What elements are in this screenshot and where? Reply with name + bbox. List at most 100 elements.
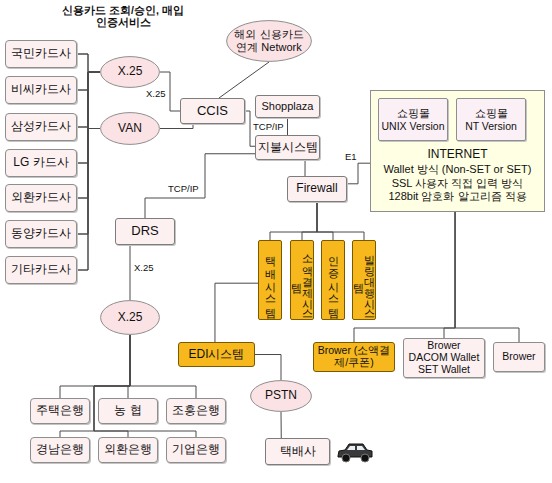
node-text: 경남은행 bbox=[36, 443, 84, 457]
text-stack: 경남은행 bbox=[31, 438, 89, 462]
company-box: 경남은행 bbox=[30, 437, 90, 463]
node-text: SSL 사용자 직접 입력 방식 bbox=[392, 177, 524, 190]
internet-box: INTERNETWallet 방식 (Non-SET or SET)SSL 사용… bbox=[370, 90, 545, 212]
network-ellipse: PSTN bbox=[250, 380, 312, 412]
node-text: 삼성카드사 bbox=[11, 120, 71, 134]
node-text: DACOM Wallet bbox=[409, 352, 480, 364]
connector-line bbox=[130, 245, 131, 300]
subsystem-box: 인증시스템 bbox=[321, 240, 345, 320]
node-text: 기타카드사 bbox=[11, 263, 71, 277]
company-box: 외환은행 bbox=[98, 437, 158, 463]
text-stack: 쇼핑몰UNIX Version bbox=[379, 99, 447, 140]
connector-line bbox=[77, 129, 100, 271]
text-stack: 해외 신용카드 연계 Network bbox=[226, 20, 312, 62]
car-icon bbox=[336, 441, 374, 465]
node-text: CCIS bbox=[197, 104, 228, 119]
network-ellipse: X.25 bbox=[100, 56, 160, 88]
network-ellipse: VAN bbox=[100, 112, 160, 145]
connector-line bbox=[255, 355, 281, 381]
node-text: PSTN bbox=[265, 389, 297, 403]
text-stack: Brower bbox=[494, 343, 544, 371]
text-stack: 주택은행 bbox=[31, 399, 89, 423]
text-stack: 택배사 bbox=[266, 439, 329, 464]
connector-line bbox=[77, 54, 100, 129]
node-text: Brower bbox=[502, 351, 535, 363]
text-stack: 빌링대행시스템 bbox=[353, 241, 375, 319]
node-text: 쇼핑몰 bbox=[475, 107, 508, 119]
node-text: 농 협 bbox=[114, 404, 141, 418]
shopmall-box: 쇼핑몰UNIX Version bbox=[378, 98, 448, 141]
text-stack: DRS bbox=[116, 219, 174, 244]
text-stack: 비씨카드사 bbox=[6, 77, 76, 103]
node-text: 인증시스템 bbox=[328, 248, 339, 313]
shopmall-box: 쇼핑몰NT Version bbox=[456, 98, 526, 141]
company-box: 기타카드사 bbox=[5, 256, 77, 284]
node-text: 택배시스템 bbox=[265, 248, 276, 313]
node-text: 택배사 bbox=[280, 445, 316, 459]
system-box: 택배사 bbox=[265, 438, 330, 465]
network-ellipse: X.25 bbox=[100, 300, 160, 335]
node-text: 빌링대행시스템 bbox=[353, 242, 375, 318]
text-stack: LG 카드사 bbox=[6, 150, 76, 176]
connector-line bbox=[77, 90, 100, 129]
connector-line bbox=[354, 212, 455, 342]
connector-label: X.25 bbox=[146, 89, 166, 100]
text-stack: EDI시스템 bbox=[179, 343, 254, 366]
car-window bbox=[347, 446, 355, 450]
text-stack: 기업은행 bbox=[167, 438, 225, 462]
node-text: VAN bbox=[118, 122, 142, 136]
text-stack: BrowerDACOM WalletSET Wallet bbox=[404, 339, 484, 377]
highlight-box: Brower (소액결제/쿠폰) bbox=[313, 342, 395, 372]
text-stack: 국민카드사 bbox=[6, 41, 76, 67]
node-text: 외환카드사 bbox=[11, 191, 71, 205]
company-box: LG 카드사 bbox=[5, 149, 77, 177]
connector-label: TCP/IP bbox=[253, 122, 284, 133]
text-stack: Shopplaza bbox=[256, 96, 319, 117]
node-text: SET Wallet bbox=[418, 364, 470, 376]
node-text: 해외 신용카드 연계 Network bbox=[231, 28, 307, 53]
connector-line bbox=[270, 202, 317, 240]
connector-line bbox=[145, 154, 255, 218]
text-stack: 농 협 bbox=[99, 399, 157, 423]
ellipse-shape bbox=[101, 113, 160, 145]
text-stack: X.25 bbox=[100, 300, 160, 335]
company-box: 외환카드사 bbox=[5, 184, 77, 212]
company-box: 조흥은행 bbox=[166, 398, 226, 424]
connector-line bbox=[219, 62, 269, 98]
text-stack: 삼성카드사 bbox=[6, 114, 76, 140]
text-stack: X.25 bbox=[100, 56, 160, 88]
text-stack: 동양카드사 bbox=[6, 221, 76, 247]
company-box: 기업은행 bbox=[166, 437, 226, 463]
node-text: Wallet 방식 (Non-SET or SET) bbox=[384, 163, 532, 176]
system-box: Shopplaza bbox=[255, 95, 320, 118]
system-box: Firewall bbox=[287, 176, 347, 202]
node-text: 주택은행 bbox=[36, 404, 84, 418]
node-text: EDI시스템 bbox=[188, 348, 244, 361]
connector-label: TCP/IP bbox=[168, 184, 199, 195]
connector-line bbox=[287, 118, 288, 135]
node-text: LG 카드사 bbox=[13, 156, 68, 170]
company-box: 비씨카드사 bbox=[5, 76, 77, 104]
connector-line bbox=[215, 283, 258, 342]
connector-line bbox=[160, 124, 193, 129]
company-box: 동양카드사 bbox=[5, 220, 77, 248]
text-stack: 조흥은행 bbox=[167, 399, 225, 423]
connector-line bbox=[317, 202, 333, 240]
ellipse-shape bbox=[251, 381, 312, 412]
car-wheel bbox=[361, 454, 369, 462]
text-stack: 인증시스템 bbox=[322, 241, 344, 319]
connector-line bbox=[77, 72, 100, 270]
text-stack: 외환은행 bbox=[99, 438, 157, 462]
text-stack: 쇼핑몰NT Version bbox=[457, 99, 525, 140]
system-box: DRS bbox=[115, 218, 175, 245]
node-text: 외환은행 bbox=[104, 443, 152, 457]
node-text: 쇼핑몰 bbox=[397, 107, 430, 119]
car-wheel bbox=[342, 454, 350, 462]
subsystem-box: 택배시스템 bbox=[258, 240, 282, 320]
company-box: 국민카드사 bbox=[5, 40, 77, 68]
subsystem-box: 소액결제시스템 bbox=[290, 240, 314, 320]
node-text: Brower (소액결제/쿠폰) bbox=[316, 345, 392, 369]
node-text: NT Version bbox=[465, 120, 517, 132]
connector-line bbox=[444, 212, 455, 338]
